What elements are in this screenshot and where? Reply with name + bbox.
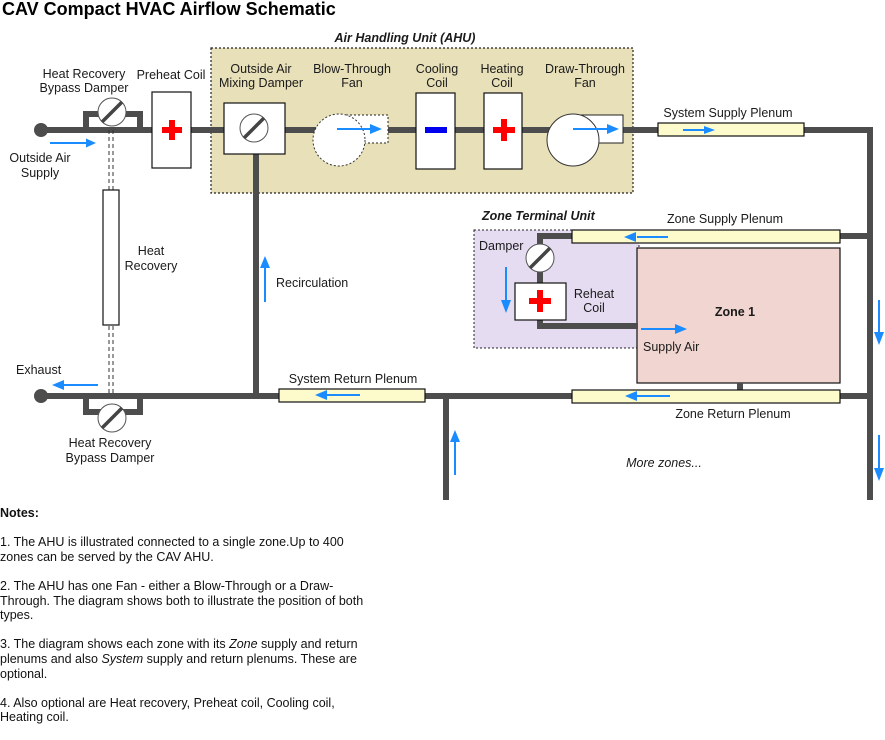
hr-bypass-damper-bottom-label-1: Heat Recovery	[69, 436, 152, 450]
flow-arrow-right-icon	[337, 124, 382, 134]
reheat-coil-label-2: Coil	[583, 301, 605, 315]
blow-through-fan: Blow-Through Fan	[312, 62, 391, 167]
heat-recovery: Heat Recovery	[102, 130, 179, 396]
note-text: supply and return plenums. These are opt…	[0, 651, 357, 681]
diagram-title: CAV Compact HVAC Airflow Schematic	[2, 0, 336, 19]
damper-blade-icon	[100, 100, 124, 124]
zone-return-plenum: Zone Return Plenum	[571, 389, 841, 421]
draw-through-fan-label-1: Draw-Through	[545, 62, 625, 76]
note-text: 4. Also optional are Heat recovery, Preh…	[0, 695, 335, 725]
note-text: supply and return plenums and also	[0, 637, 358, 666]
flow-arrow-right-icon	[641, 324, 687, 334]
heating-coil: Heating Coil	[480, 62, 524, 170]
draw-through-fan-label-2: Fan	[574, 76, 596, 90]
ahu-label: Air Handling Unit (AHU)	[334, 31, 476, 45]
flow-arrow-down-icon	[874, 300, 884, 345]
outside-air-supply-label-1: Outside Air	[9, 151, 70, 165]
reheat-coil-label-1: Reheat	[574, 287, 615, 301]
damper-blade-icon	[528, 246, 552, 270]
damper-blade-icon	[100, 406, 124, 430]
flow-arrow-right-icon	[683, 126, 715, 134]
notes-section: Notes: 1. The AHU is illustrated connect…	[0, 506, 380, 740]
note-text: 2. The AHU has one Fan - either a Blow-T…	[0, 578, 364, 623]
outside-air-inlet-node	[34, 123, 48, 137]
heat-recovery-label-1: Heat	[138, 244, 165, 258]
preheat-coil: Preheat Coil	[137, 68, 206, 169]
hr-bypass-damper-bottom: Heat Recovery Bypass Damper	[66, 403, 155, 465]
supply-air-label: Supply Air	[643, 340, 699, 354]
oa-mixing-damper-label-1: Outside Air	[230, 62, 291, 76]
flow-arrow-left-icon	[315, 390, 360, 400]
oa-mixing-damper-label-2: Mixing Damper	[219, 76, 303, 90]
flow-arrow-down-icon	[501, 267, 511, 313]
hr-bypass-damper-top-label-1: Heat Recovery	[43, 67, 126, 81]
terminal-damper-label: Damper	[479, 239, 523, 253]
flow-arrow-left-icon	[624, 232, 668, 242]
zone-1-label: Zone 1	[715, 305, 755, 319]
more-zones-label: More zones...	[626, 456, 702, 470]
system-return-plenum-label: System Return Plenum	[289, 372, 418, 386]
heat-recovery-label-2: Recovery	[125, 259, 179, 273]
recirculation-label: Recirculation	[276, 276, 348, 290]
note-3: 3. The diagram shows each zone with its …	[0, 637, 380, 681]
exhaust-outlet-node	[34, 389, 48, 403]
cooling-coil-label-2: Coil	[426, 76, 448, 90]
flow-arrow-left-icon	[625, 391, 670, 401]
note-text: 1. The AHU is illustrated connected to a…	[0, 535, 344, 564]
hr-bypass-damper-top-label-2: Bypass Damper	[40, 81, 129, 95]
terminal-damper: Damper	[479, 239, 555, 273]
note-1: 1. The AHU is illustrated connected to a…	[0, 535, 380, 564]
system-supply-plenum: System Supply Plenum	[657, 106, 805, 137]
zone-terminal-unit-label: Zone Terminal Unit	[481, 209, 596, 223]
note-2: 2. The AHU has one Fan - either a Blow-T…	[0, 579, 380, 623]
heating-coil-label-1: Heating	[480, 62, 523, 76]
note-emphasis: System	[101, 651, 144, 666]
blow-through-fan-label-1: Blow-Through	[313, 62, 391, 76]
system-return-plenum: System Return Plenum	[278, 372, 426, 403]
zone-1: Zone 1	[636, 247, 841, 384]
exhaust-label: Exhaust	[16, 363, 62, 377]
heating-coil-label-2: Coil	[491, 76, 513, 90]
hvac-schematic: CAV Compact HVAC Airflow Schematic Air H…	[2, 0, 884, 500]
note-text: 3. The diagram shows each zone with its	[0, 637, 230, 652]
flow-arrow-down-icon	[874, 435, 884, 481]
oa-mixing-damper: Outside Air Mixing Damper	[219, 62, 303, 155]
notes-heading: Notes:	[0, 506, 39, 520]
terminal-unit-duct	[537, 233, 638, 329]
cooling-coil-label-1: Cooling	[416, 62, 458, 76]
note-emphasis: Zone	[229, 637, 258, 652]
hr-bypass-damper-bottom-label-2: Bypass Damper	[66, 451, 155, 465]
reheat-coil: Reheat Coil	[514, 282, 615, 321]
flow-arrow-right-icon	[573, 124, 619, 134]
flow-arrow-up-icon	[450, 430, 460, 475]
system-supply-plenum-label: System Supply Plenum	[663, 106, 792, 120]
draw-through-fan: Draw-Through Fan	[545, 62, 625, 167]
flow-arrow-right-icon	[50, 138, 96, 148]
cooling-minus-icon	[425, 127, 447, 133]
outside-air-supply-label-2: Supply	[21, 166, 60, 180]
damper-blade-icon	[242, 116, 266, 140]
zone-supply-plenum-label: Zone Supply Plenum	[667, 212, 783, 226]
hr-bypass-damper-top: Heat Recovery Bypass Damper	[40, 67, 129, 127]
cooling-coil: Cooling Coil	[415, 62, 458, 170]
flow-arrow-up-icon	[260, 256, 270, 302]
flow-arrow-left-icon	[52, 380, 98, 390]
zone-supply-plenum: Zone Supply Plenum	[571, 212, 841, 244]
blow-through-fan-label-2: Fan	[341, 76, 363, 90]
note-4: 4. Also optional are Heat recovery, Preh…	[0, 696, 380, 725]
preheat-coil-label: Preheat Coil	[137, 68, 206, 82]
zone-return-plenum-label: Zone Return Plenum	[675, 407, 790, 421]
